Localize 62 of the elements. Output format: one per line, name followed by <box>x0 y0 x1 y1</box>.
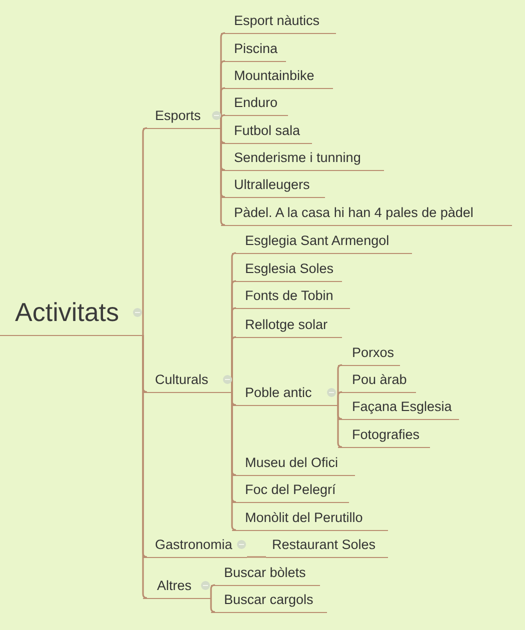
topic-underline <box>232 481 349 503</box>
topic-text: Enduro <box>234 95 278 111</box>
branch-line <box>210 598 216 613</box>
topic-text: Ultralleugers <box>234 177 310 193</box>
topic-text: Esglegia Sant Armengol <box>245 233 390 249</box>
topic-text: Rellotge solar <box>245 317 328 333</box>
topic-underline <box>221 149 384 171</box>
topic-text: Futbol sala <box>234 123 300 139</box>
topic-underline <box>211 564 320 586</box>
topic-text: Esport nàutics <box>234 13 320 29</box>
topic-text: Activitats <box>15 297 120 327</box>
topic-text: Altres <box>157 578 192 594</box>
branch-line <box>142 335 148 599</box>
topic-underline <box>232 384 338 406</box>
branch-line <box>337 391 342 405</box>
topic-underline <box>232 454 355 476</box>
topic-text: Foc del Pelegrí <box>245 482 336 498</box>
branch-line <box>231 392 236 531</box>
topic-underline <box>232 509 388 531</box>
topic-text: Esports <box>155 108 201 124</box>
topic-underline <box>221 67 333 89</box>
topic-text: Esglesia Soles <box>245 261 334 277</box>
topic-underline <box>221 40 286 62</box>
topic-underline <box>338 371 416 393</box>
branch-line <box>247 556 266 558</box>
topic-text: Senderisme i tunning <box>234 150 361 166</box>
topic-text: Piscina <box>234 41 278 57</box>
topic-text: Monòlit del Perutillo <box>245 510 363 526</box>
branch-line <box>142 127 148 335</box>
branch-line <box>337 405 342 448</box>
topic-text: Fonts de Tobin <box>245 288 334 304</box>
topic-underline <box>143 371 232 393</box>
topic-text: Buscar bòlets <box>224 565 306 581</box>
topic-text: Museu del Ofici <box>245 455 338 471</box>
topic-text: Restaurant Soles <box>272 537 376 553</box>
topic-text: Façana Esglesia <box>352 399 452 415</box>
topic-underline <box>221 94 288 116</box>
branch-line <box>220 128 226 226</box>
topic-underline <box>266 536 388 558</box>
topic-underline <box>232 316 342 338</box>
topic-underline <box>232 287 350 309</box>
topic-text: Pou àrab <box>352 372 407 388</box>
topic-underline <box>143 536 247 558</box>
branch-line <box>210 584 216 598</box>
topic-underline <box>211 591 327 613</box>
topic-underline <box>232 260 342 282</box>
topic-text: Gastronomia <box>155 537 232 553</box>
topic-text: Porxos <box>352 345 394 361</box>
topic-underline <box>338 398 459 420</box>
topic-text: Mountainbike <box>234 68 314 84</box>
topic-text: Pàdel. A la casa hi han 4 pales de pàdel <box>234 205 474 221</box>
topic-underline <box>232 232 412 254</box>
topic-text: Buscar cargols <box>224 592 314 608</box>
topic-text: Poble antic <box>245 385 312 401</box>
topic-text: Culturals <box>155 372 208 388</box>
topic-underline <box>221 204 512 226</box>
topic-underline <box>221 122 312 144</box>
topic-underline <box>338 426 430 448</box>
topic-text: Fotografies <box>352 427 420 443</box>
topic-underline <box>221 176 325 198</box>
topic-underline <box>221 12 336 34</box>
topic-underline <box>143 577 211 599</box>
